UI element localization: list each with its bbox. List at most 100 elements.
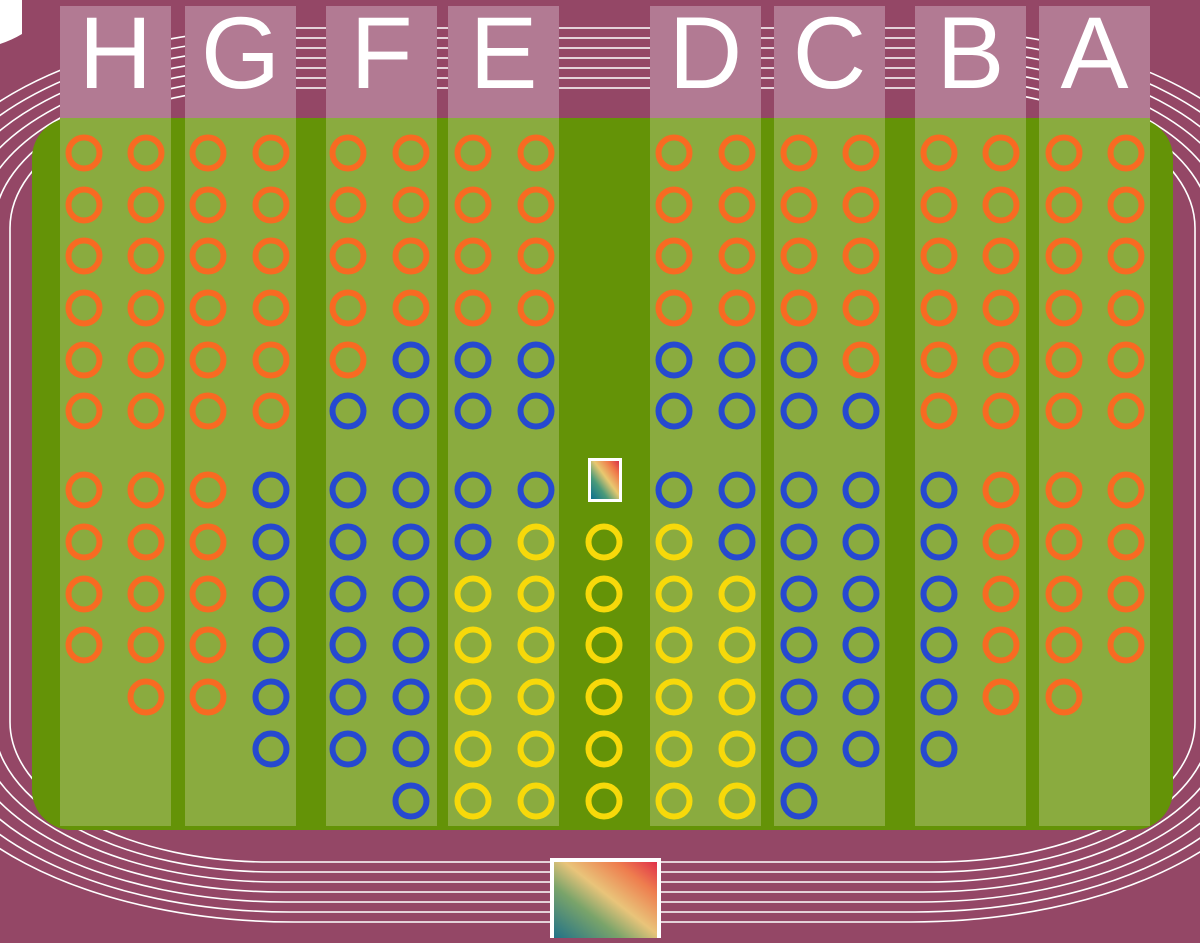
seat-blue[interactable] (252, 575, 290, 613)
seat-orange[interactable] (1045, 678, 1083, 716)
seat-blue[interactable] (780, 471, 818, 509)
seat-orange[interactable] (189, 237, 227, 275)
seat-orange[interactable] (189, 471, 227, 509)
seat-blue[interactable] (329, 575, 367, 613)
seat-blue[interactable] (780, 341, 818, 379)
seat-orange[interactable] (329, 341, 367, 379)
seat-orange[interactable] (780, 237, 818, 275)
seat-yellow[interactable] (517, 626, 555, 664)
seat-orange[interactable] (780, 134, 818, 172)
seat-yellow[interactable] (517, 575, 555, 613)
seat-orange[interactable] (65, 237, 103, 275)
seat-blue[interactable] (718, 392, 756, 430)
seat-orange[interactable] (127, 575, 165, 613)
seat-blue[interactable] (780, 392, 818, 430)
seat-orange[interactable] (252, 392, 290, 430)
seat-orange[interactable] (718, 237, 756, 275)
seat-orange[interactable] (842, 186, 880, 224)
seat-blue[interactable] (392, 678, 430, 716)
seat-orange[interactable] (718, 289, 756, 327)
seat-yellow[interactable] (454, 782, 492, 820)
seat-blue[interactable] (252, 523, 290, 561)
seat-blue[interactable] (517, 341, 555, 379)
seat-orange[interactable] (1107, 237, 1145, 275)
seat-blue[interactable] (780, 782, 818, 820)
section-block[interactable] (1039, 118, 1150, 826)
seat-blue[interactable] (842, 626, 880, 664)
seat-blue[interactable] (920, 730, 958, 768)
seat-orange[interactable] (517, 186, 555, 224)
seat-orange[interactable] (454, 186, 492, 224)
seat-orange[interactable] (517, 289, 555, 327)
seat-orange[interactable] (1107, 134, 1145, 172)
seat-blue[interactable] (329, 626, 367, 664)
seat-orange[interactable] (655, 237, 693, 275)
seat-blue[interactable] (329, 730, 367, 768)
seat-orange[interactable] (189, 575, 227, 613)
seat-blue[interactable] (392, 523, 430, 561)
seat-blue[interactable] (920, 626, 958, 664)
seat-yellow[interactable] (454, 730, 492, 768)
seat-orange[interactable] (189, 289, 227, 327)
seat-blue[interactable] (655, 392, 693, 430)
seat-orange[interactable] (127, 523, 165, 561)
seat-orange[interactable] (127, 237, 165, 275)
seat-orange[interactable] (392, 237, 430, 275)
seat-orange[interactable] (1107, 471, 1145, 509)
seat-orange[interactable] (189, 341, 227, 379)
seat-blue[interactable] (842, 471, 880, 509)
seat-yellow[interactable] (517, 730, 555, 768)
seat-yellow[interactable] (585, 782, 623, 820)
seat-orange[interactable] (189, 626, 227, 664)
seat-orange[interactable] (982, 575, 1020, 613)
seat-orange[interactable] (127, 392, 165, 430)
seat-orange[interactable] (982, 678, 1020, 716)
seat-orange[interactable] (842, 289, 880, 327)
seat-orange[interactable] (1045, 392, 1083, 430)
seat-orange[interactable] (1107, 186, 1145, 224)
seat-orange[interactable] (65, 626, 103, 664)
seat-orange[interactable] (1107, 523, 1145, 561)
seat-blue[interactable] (718, 471, 756, 509)
seat-blue[interactable] (655, 471, 693, 509)
seat-blue[interactable] (920, 678, 958, 716)
seat-orange[interactable] (127, 289, 165, 327)
seat-orange[interactable] (655, 186, 693, 224)
seat-yellow[interactable] (718, 782, 756, 820)
seat-blue[interactable] (920, 523, 958, 561)
seat-orange[interactable] (982, 289, 1020, 327)
seat-orange[interactable] (780, 289, 818, 327)
seat-orange[interactable] (718, 186, 756, 224)
seat-orange[interactable] (252, 341, 290, 379)
seat-orange[interactable] (329, 134, 367, 172)
seat-orange[interactable] (252, 289, 290, 327)
section-block[interactable] (774, 118, 885, 826)
podium[interactable] (588, 458, 622, 502)
seat-orange[interactable] (392, 289, 430, 327)
seat-yellow[interactable] (454, 626, 492, 664)
seat-orange[interactable] (1045, 289, 1083, 327)
seat-orange[interactable] (842, 237, 880, 275)
seat-orange[interactable] (189, 392, 227, 430)
section-block[interactable] (650, 118, 761, 826)
seat-orange[interactable] (392, 186, 430, 224)
seat-orange[interactable] (982, 392, 1020, 430)
seat-yellow[interactable] (517, 782, 555, 820)
seat-blue[interactable] (392, 341, 430, 379)
seat-yellow[interactable] (655, 523, 693, 561)
seat-orange[interactable] (65, 186, 103, 224)
seat-yellow[interactable] (585, 626, 623, 664)
seat-orange[interactable] (252, 186, 290, 224)
seat-orange[interactable] (189, 678, 227, 716)
seat-blue[interactable] (252, 626, 290, 664)
seat-orange[interactable] (189, 134, 227, 172)
seat-yellow[interactable] (585, 678, 623, 716)
stage-screen[interactable] (550, 858, 661, 942)
seat-orange[interactable] (982, 471, 1020, 509)
seat-blue[interactable] (517, 471, 555, 509)
seat-orange[interactable] (189, 523, 227, 561)
seat-blue[interactable] (454, 341, 492, 379)
seat-orange[interactable] (127, 186, 165, 224)
seat-orange[interactable] (1107, 626, 1145, 664)
seat-orange[interactable] (982, 237, 1020, 275)
